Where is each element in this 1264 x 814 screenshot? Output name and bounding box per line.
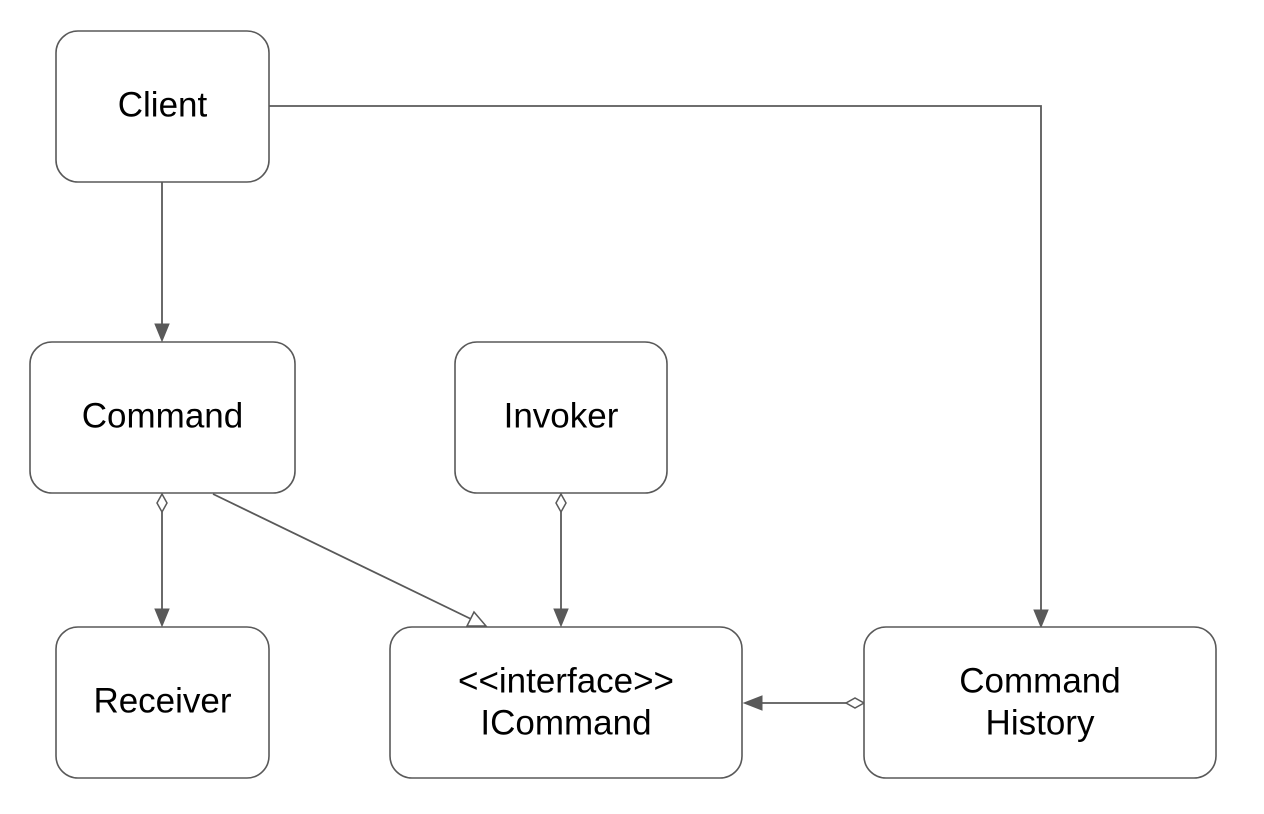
- arrowhead-icon: [1033, 609, 1049, 629]
- stereotype-label: <<interface>>: [458, 661, 674, 700]
- class-box-command[interactable]: Command: [29, 341, 296, 494]
- class-box-command-history[interactable]: Command History: [863, 626, 1217, 779]
- arrowhead-icon: [742, 695, 763, 711]
- aggregation-diamond-icon: [555, 492, 567, 514]
- class-name-line-1: Command: [959, 661, 1120, 700]
- edge-client-to-history: [269, 105, 1049, 629]
- class-name: Invoker: [504, 396, 619, 435]
- arrowhead-icon: [154, 323, 170, 343]
- edge-command-to-receiver: [154, 492, 170, 628]
- edge-client-to-command: [154, 182, 170, 343]
- class-name: Client: [118, 85, 208, 124]
- class-name: ICommand: [480, 703, 651, 742]
- class-box-client[interactable]: Client: [55, 30, 270, 183]
- edge-history-to-icommand: [742, 695, 866, 711]
- edge-command-to-icommand: [212, 493, 488, 627]
- nodes: Client Command Invoker Receiver <<interf…: [29, 30, 1217, 779]
- realization-triangle-icon: [465, 610, 488, 627]
- arrowhead-icon: [154, 608, 170, 628]
- edges: [154, 105, 1049, 711]
- class-box-receiver[interactable]: Receiver: [55, 626, 270, 779]
- class-box-invoker[interactable]: Invoker: [454, 341, 668, 494]
- aggregation-diamond-icon: [156, 492, 168, 514]
- class-name: Receiver: [93, 681, 231, 720]
- class-name-line-2: History: [986, 703, 1095, 742]
- class-name: Command: [82, 396, 243, 435]
- class-box-icommand[interactable]: <<interface>> ICommand: [389, 626, 743, 779]
- aggregation-diamond-icon: [844, 697, 866, 709]
- arrowhead-icon: [553, 608, 569, 628]
- edge-invoker-to-icommand: [553, 492, 569, 628]
